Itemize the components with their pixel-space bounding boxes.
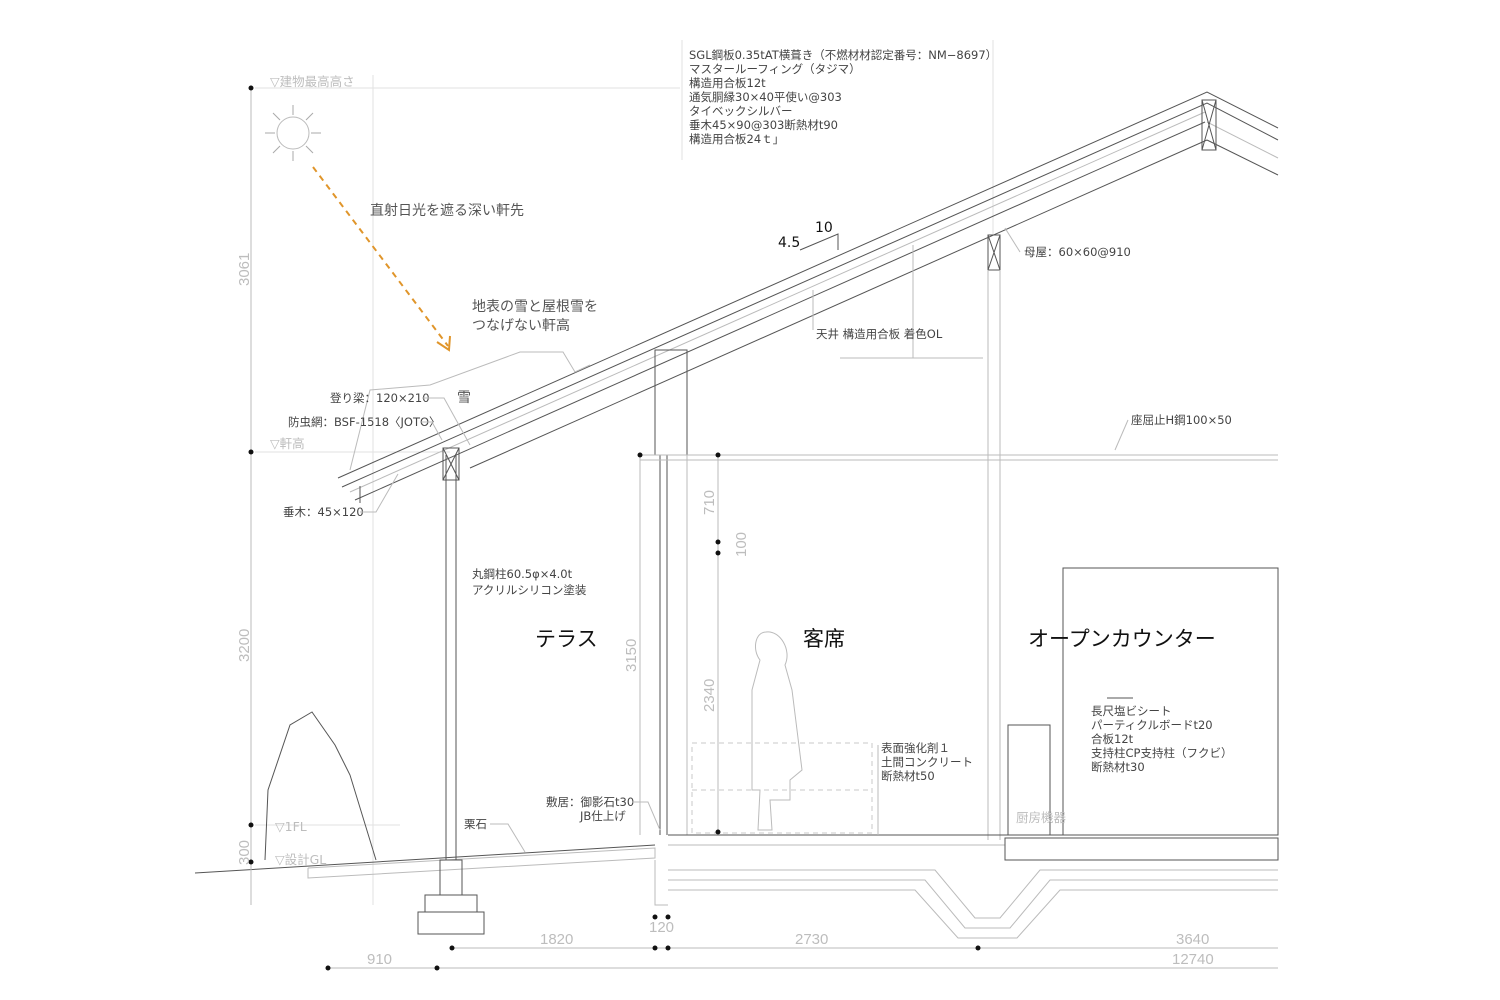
dim-2730: 2730 — [795, 931, 828, 948]
dim-910: 910 — [367, 951, 392, 968]
slope-run: 10 — [815, 220, 833, 236]
dim-100: 100 — [733, 532, 750, 557]
snow-note: 地表の雪と屋根雪を つなげない軒高 — [472, 299, 602, 334]
kitchen-label: 厨房機器 — [1016, 810, 1067, 825]
ceiling-label: 天井 構造用合板 着色OL — [816, 327, 943, 341]
dim-12740: 12740 — [1172, 951, 1214, 968]
dim-3640: 3640 — [1176, 931, 1209, 948]
insect-net-label: 防虫網：BSF-1518〈JOTO〉 — [288, 415, 441, 429]
dim-3150: 3150 — [623, 639, 640, 672]
level-1fl: ▽1FL — [275, 819, 307, 834]
sill-label: 敷居：御影石t30 JB仕上げ — [546, 795, 638, 823]
purlin-label: 母屋：60×60@910 — [1024, 245, 1131, 259]
dim-300: 300 — [236, 840, 253, 865]
level-gl: ▽設計GL — [275, 852, 326, 867]
level-eave: ▽軒高 — [270, 436, 305, 451]
vertical-dimension: 3061 3200 300 3150 710 100 2340 — [236, 85, 750, 905]
horizontal-dimension: 1820 120 2730 3640 910 12740 — [325, 914, 1278, 971]
column-label: 丸鋼柱60.5φ×4.0t アクリルシリコン塗装 — [472, 567, 587, 597]
room-terrace: テラス — [535, 627, 598, 651]
dim-3061: 3061 — [236, 253, 253, 286]
slope-rise: 4.5 — [778, 235, 800, 251]
stone-label: 栗石 — [464, 817, 487, 831]
dim-710: 710 — [701, 490, 718, 515]
roof-spec: SGL鋼板0.35tAT横葺き（不燃材材認定番号：NM−8697） マスタールー… — [689, 48, 1001, 146]
level-top: ▽建物最高高さ — [270, 74, 355, 89]
slope-mark: 4.5 10 — [778, 220, 839, 251]
sun-note: 直射日光を遮る深い軒先 — [370, 202, 524, 219]
roof — [337, 91, 1279, 503]
sun-icon — [265, 105, 321, 161]
sunlight-arrow — [312, 166, 451, 352]
dim-3200: 3200 — [236, 629, 253, 662]
dim-120: 120 — [649, 919, 674, 936]
dim-2340: 2340 — [701, 679, 718, 712]
buckling-label: 座屈止H鋼100×50 — [1131, 413, 1232, 427]
room-counter: オープンカウンター — [1028, 627, 1216, 651]
rock — [264, 711, 377, 861]
person-silhouette — [751, 631, 803, 831]
rafter-label: 垂木：45×120 — [283, 505, 364, 519]
room-seating: 客席 — [803, 627, 845, 651]
dim-1820: 1820 — [540, 931, 573, 948]
snow-label: 雪 — [457, 390, 471, 406]
floor-label: 表面強化剤１ 土間コンクリート 断熱材t50 — [881, 741, 977, 783]
beam-label: 登り梁：120×210 — [330, 391, 430, 405]
snow-outline — [349, 351, 591, 471]
structure — [442, 234, 1279, 861]
counter-label: 長尺塩ビシート パーティクルボードt20 合板12t 支持柱CP支持柱（フクビ）… — [1091, 704, 1236, 774]
ground — [194, 844, 1278, 939]
grid-lines — [255, 40, 994, 905]
